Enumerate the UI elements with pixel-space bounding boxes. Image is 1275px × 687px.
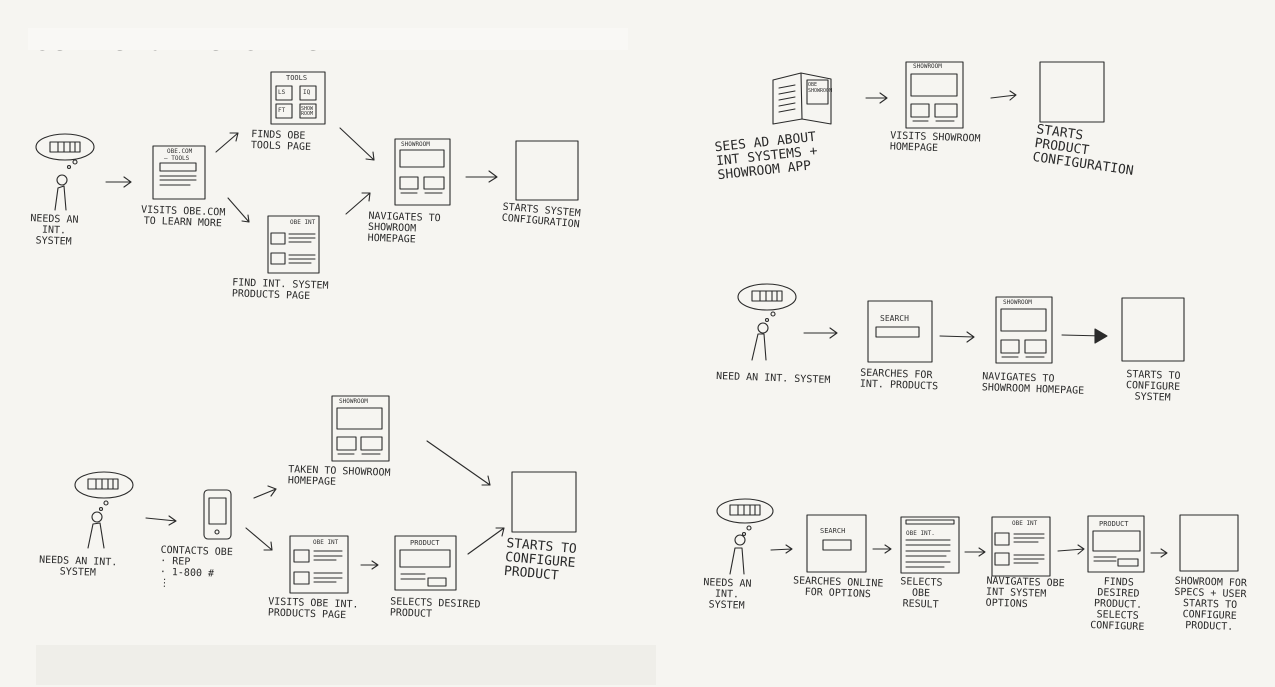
configuration-box: [1122, 298, 1184, 361]
label-contacts-obe: CONTACTS OBE · REP · 1-800 # ⋮: [159, 544, 233, 590]
showroom-screen: [906, 62, 963, 128]
product-screen: [1088, 516, 1144, 572]
label-search-heading: SEARCH: [820, 527, 846, 535]
tools-cell-showroom: SHOW ROOM: [301, 106, 314, 117]
search-screen: [868, 301, 932, 362]
thought-bubble: [75, 472, 133, 498]
label-obe-int-screen: OBE INT: [1012, 520, 1038, 527]
label-obe-site-tools-link: — TOOLS: [164, 155, 190, 162]
label-visits-showroom: VISITS SHOWROOM HOMEPAGE: [889, 130, 981, 155]
label-needs-int-system: NEEDS AN INT. SYSTEM: [30, 213, 79, 248]
label-results-screen: OBE INT.: [906, 530, 935, 537]
int-products-screen: [268, 216, 319, 273]
paper-panels: [28, 28, 656, 685]
label-product-screen: PRODUCT: [410, 539, 440, 547]
configuration-box: [516, 141, 578, 200]
label-visits-obe-com: VISITS OBE.COM TO LEARN MORE: [140, 204, 226, 230]
story-5-sketch: [717, 499, 1238, 576]
label-obe-int-screen: OBE INT: [290, 219, 316, 226]
label-search-heading: SEARCH: [880, 314, 909, 323]
label-obe-int-screen: OBE INT: [313, 539, 339, 546]
product-screen: [395, 536, 456, 590]
tools-cell-ft: FT: [278, 107, 286, 114]
stick-figure-body: [752, 334, 766, 360]
label-starts-configure-product: STARTS TO CONFIGURE PRODUCT: [503, 536, 578, 584]
configuration-box: [1180, 515, 1238, 571]
label-taken-to-showroom: TAKEN TO SHOWROOM HOMEPAGE: [287, 464, 391, 488]
label-product-screen: PRODUCT: [1099, 520, 1129, 528]
thought-bubble: [738, 284, 796, 310]
search-screen: [807, 515, 866, 572]
label-showroom-screen: SHOWROOM: [913, 63, 942, 70]
label-find-int-products: FIND INT. SYSTEM PRODUCTS PAGE: [231, 277, 329, 303]
tools-screen: [271, 72, 325, 124]
story-2-sketch: [773, 62, 1104, 128]
search-field: [876, 327, 919, 337]
label-showroom-screen: SHOWROOM: [1003, 299, 1032, 306]
showroom-screen: [996, 297, 1052, 363]
label-navigates-options: NAVIGATES OBE INT SYSTEM OPTIONS: [985, 575, 1065, 611]
label-navigates-showroom: NAVIGATES TO SHOWROOM HOMEPAGE: [981, 371, 1085, 397]
configuration-box: [1040, 62, 1104, 122]
label-finds-desired-product: FINDS DESIRED PRODUCT. SELECTS CONFIGURE: [1089, 576, 1145, 633]
thought-bubble: [717, 499, 773, 523]
thought-bubble: [36, 134, 94, 160]
stick-figure-head: [92, 512, 102, 522]
stick-figure-head: [57, 175, 67, 185]
stick-figure-body: [88, 523, 104, 548]
stick-figure-body: [55, 186, 66, 210]
search-field: [823, 540, 851, 550]
label-selects-obe-result: SELECTS OBE RESULT: [900, 576, 943, 611]
showroom-screen: [332, 396, 389, 461]
label-obe-site-logo: OBE.COM: [167, 148, 193, 155]
label-needs-int-system: NEEDS AN INT. SYSTEM: [703, 577, 752, 612]
story-3-sketch: [738, 284, 1184, 363]
label-tools-header: TOOLS: [286, 74, 308, 82]
tools-cell-iq: IQ: [303, 89, 311, 96]
int-products-screen: [290, 536, 348, 593]
label-selects-product: SELECTS DESIRED PRODUCT: [389, 596, 481, 620]
obe-site-screen: [153, 146, 205, 199]
int-system-options-screen: [992, 517, 1050, 576]
label-showroom-screen: SHOWROOM: [339, 398, 368, 405]
configuration-box: [512, 472, 576, 532]
label-magazine-ad: OBE SHOWROOM: [808, 82, 833, 94]
label-navigates-showroom: NAVIGATES TO SHOWROOM HOMEPAGE: [367, 210, 441, 246]
search-results-screen: [901, 517, 959, 573]
tools-cell-ls: LS: [278, 89, 286, 96]
label-starts-configure-system: STARTS TO CONFIGURE SYSTEM: [1125, 369, 1181, 404]
label-showroom-configure: SHOWROOM FOR SPECS + USER STARTS TO CONF…: [1174, 575, 1248, 633]
label-visits-int-products: VISITS OBE INT. PRODUCTS PAGE: [267, 596, 359, 622]
stick-figure-body: [730, 548, 744, 574]
phone-icon: [204, 490, 231, 539]
label-showroom-screen: SHOWROOM: [401, 141, 430, 148]
story-4-sketch: [75, 396, 576, 593]
label-searches-online: SEARCHES ONLINE FOR OPTIONS: [792, 575, 884, 601]
story-1-sketch: [36, 72, 578, 273]
stick-figure-head: [758, 323, 768, 333]
label-finds-tools-page: FINDS OBE TOOLS PAGE: [250, 128, 312, 154]
showroom-screen: [395, 139, 450, 205]
label-searches-int-products: SEARCHES FOR INT. PRODUCTS: [859, 367, 939, 393]
stick-figure-head: [735, 535, 745, 545]
label-needs-int-system: NEEDS AN INT. SYSTEM: [38, 554, 118, 579]
